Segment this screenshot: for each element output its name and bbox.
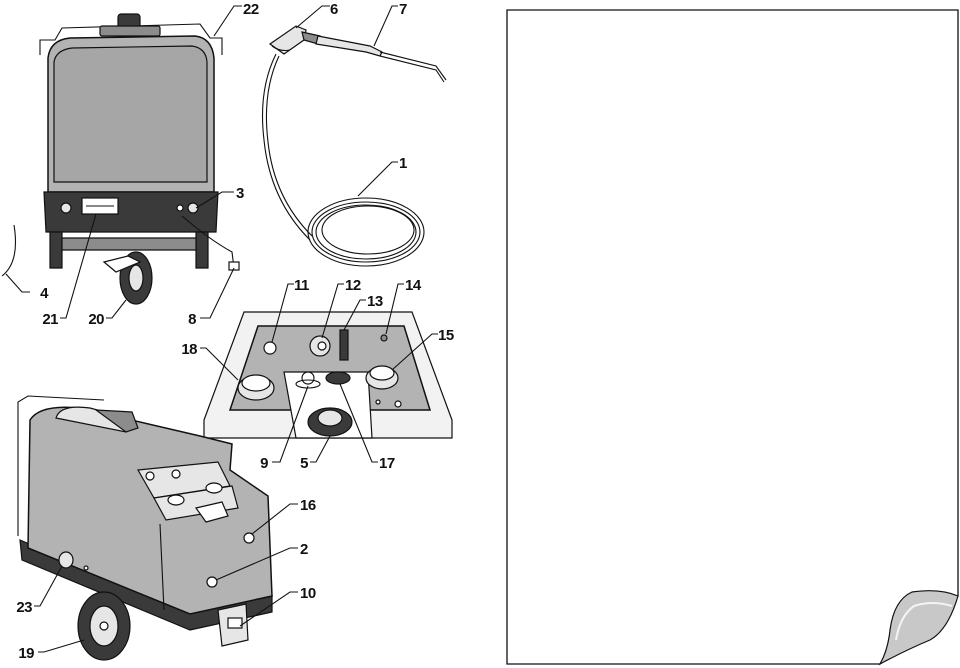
callout-17: 17 — [379, 455, 395, 472]
spray-gun-and-hose — [262, 25, 447, 267]
callout-13: 13 — [367, 293, 383, 310]
callout-21: 21 — [42, 311, 58, 328]
callout-8: 8 — [188, 311, 196, 328]
callout-15: 15 — [438, 327, 454, 344]
callout-1: 1 — [399, 155, 407, 172]
callout-16: 16 — [300, 497, 316, 514]
callout-18: 18 — [181, 341, 197, 358]
machine-front-view — [17, 395, 273, 661]
callout-leaders — [5, 5, 438, 653]
machine-rear-view — [1, 13, 240, 305]
callout-11: 11 — [294, 277, 309, 294]
callout-19: 19 — [18, 645, 34, 662]
callout-6: 6 — [330, 1, 338, 18]
callout-3: 3 — [236, 185, 244, 202]
callout-numbers: 22 6 7 1 3 4 21 20 8 11 12 13 14 15 18 9… — [16, 1, 454, 662]
callout-2: 2 — [300, 541, 308, 558]
callout-5: 5 — [300, 455, 308, 472]
callout-10: 10 — [300, 585, 316, 602]
page-curl-icon — [878, 590, 959, 666]
blank-notes-page — [506, 9, 959, 666]
callout-20: 20 — [88, 311, 104, 328]
callout-4: 4 — [40, 285, 49, 302]
callout-12: 12 — [345, 277, 361, 294]
callout-9: 9 — [260, 455, 268, 472]
control-panel-detail — [203, 311, 453, 439]
callout-22: 22 — [243, 1, 259, 18]
callout-23: 23 — [16, 599, 32, 616]
callout-14: 14 — [405, 277, 422, 294]
callout-7: 7 — [399, 1, 407, 18]
